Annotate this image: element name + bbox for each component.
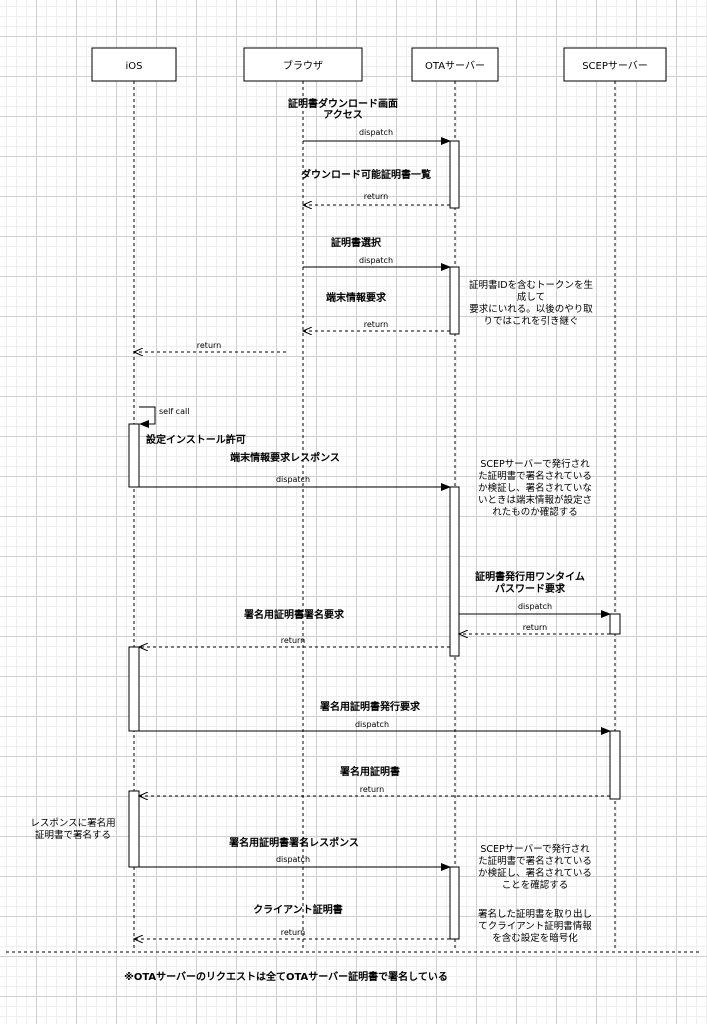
message-label-m4: 端末情報要求 xyxy=(326,291,387,304)
return-label-4: return xyxy=(523,623,547,632)
arrow-self-call xyxy=(139,406,156,428)
message-label-m6: 端末情報要求レスポンス xyxy=(230,451,340,464)
note-3-line2: 証明書で署名する xyxy=(35,829,111,841)
return-label-1: return xyxy=(364,192,388,201)
note-2-line1: SCEPサーバーで発行され xyxy=(480,458,590,470)
note-2-line4: いときは端末情報が設定さ xyxy=(478,494,592,506)
return-label-5: return xyxy=(281,636,305,645)
footer-note: ※OTAサーバーのリクエストは全てOTAサーバー証明書で署名している xyxy=(124,970,448,983)
actor-browser[interactable]: ブラウザ xyxy=(243,47,363,82)
dispatch-label-5: dispatch xyxy=(355,720,389,729)
return-label-6: return xyxy=(360,785,384,794)
return-label-7: return xyxy=(281,928,305,937)
note-4-line3: か検証し、署名されている xyxy=(478,867,592,879)
activation-ota-3 xyxy=(449,486,460,657)
actor-ios[interactable]: iOS xyxy=(91,47,177,82)
note-1-line3: 要求にいれる。以後のやり取 xyxy=(469,303,593,315)
message-label-m7-line2: パスワード要求 xyxy=(495,582,566,595)
dispatch-label-4: dispatch xyxy=(518,602,552,611)
self-call-label: self call xyxy=(159,407,189,416)
note-5-line3: を含む設定を暗号化 xyxy=(492,932,578,944)
actor-scep-label: SCEPサーバー xyxy=(582,60,648,72)
actor-browser-label: ブラウザ xyxy=(283,59,323,72)
note-4-line2: た証明書で署名されている xyxy=(478,855,592,867)
message-label-m8: 署名用証明書署名要求 xyxy=(243,608,345,621)
message-label-m3: 証明書選択 xyxy=(331,236,382,249)
activation-ota-4 xyxy=(449,866,460,940)
activation-ios-1 xyxy=(128,423,140,488)
activation-ota-2 xyxy=(449,266,460,335)
note-1-line4: りではこれを引き継ぐ xyxy=(483,315,578,327)
message-label-m10: 署名用証明書 xyxy=(339,765,400,778)
activation-ota-1 xyxy=(449,140,460,209)
dispatch-label-6: dispatch xyxy=(276,855,310,864)
message-label-m2: ダウンロード可能証明書一覧 xyxy=(301,168,431,181)
note-5-line2: てクライアント証明書情報 xyxy=(478,920,592,932)
activation-ios-3 xyxy=(128,790,140,868)
message-label-m9: 署名用証明書発行要求 xyxy=(319,700,421,713)
message-label-m1-line2: アクセス xyxy=(323,109,363,121)
message-label-m1-line1: 証明書ダウンロード画面 xyxy=(288,97,398,110)
note-5-line1: 署名した証明書を取り出し xyxy=(478,908,592,920)
note-4-line4: ことを確認する xyxy=(502,879,569,891)
activation-scep-1 xyxy=(609,613,621,635)
message-label-m5: 設定インストール許可 xyxy=(146,433,246,446)
note-3-line1: レスポンスに署名用 xyxy=(30,817,115,829)
note-2-line2: た証明書で署名されている xyxy=(478,470,592,482)
actor-ota-server[interactable]: OTAサーバー xyxy=(411,47,499,82)
dispatch-label-1: dispatch xyxy=(359,128,393,137)
note-2-line5: れたものか確認する xyxy=(492,506,578,518)
note-1-line1: 証明書IDを含むトークンを生 xyxy=(469,279,594,291)
activation-ios-2 xyxy=(128,646,140,732)
return-label-3: return xyxy=(197,341,221,350)
actor-scep-server[interactable]: SCEPサーバー xyxy=(563,47,667,82)
message-label-m7-line1: 証明書発行用ワンタイム xyxy=(475,570,585,583)
note-1-line2: 成して xyxy=(517,291,545,303)
message-label-m11: 署名用証明書署名レスポンス xyxy=(228,836,359,849)
dispatch-label-2: dispatch xyxy=(359,256,393,265)
return-label-2: return xyxy=(364,320,388,329)
note-2-line3: か検証し、署名されていな xyxy=(478,482,592,494)
activation-scep-2 xyxy=(609,730,621,800)
message-label-m12: クライアント証明書 xyxy=(253,903,343,916)
dispatch-label-3: dispatch xyxy=(276,475,310,484)
note-4-line1: SCEPサーバーで発行され xyxy=(480,843,590,855)
actor-ios-label: iOS xyxy=(126,61,143,72)
actor-ota-label: OTAサーバー xyxy=(425,60,485,72)
